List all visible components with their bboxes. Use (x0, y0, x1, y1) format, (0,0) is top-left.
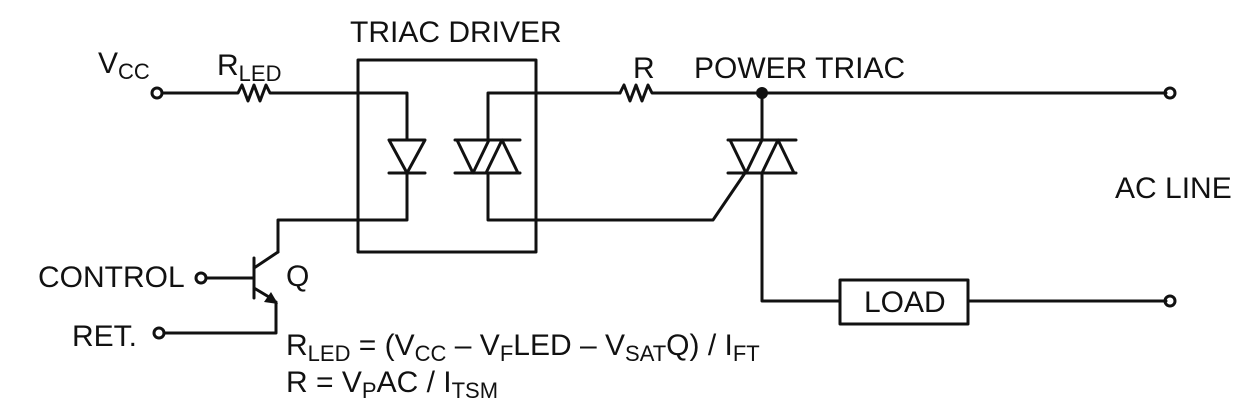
ac-line-label: AC LINE (1115, 172, 1232, 205)
power-triac-bottom-wire (760, 171, 842, 303)
power-triac-right-triangle (760, 138, 796, 175)
ac-line-top-terminal (1163, 86, 1177, 100)
ac-line-bottom-terminal (1163, 294, 1177, 308)
optotriac-top-wire (486, 91, 622, 142)
optotriac-left-triangle (455, 138, 491, 175)
formula-rled: RLED = (VCC – VFLED – VSATQ) / IFT (286, 329, 760, 366)
formula-r: R = VPAC / ITSM (286, 366, 498, 403)
rled-label: RLED (217, 49, 281, 86)
r-resistor (618, 83, 1168, 103)
q-label: Q (286, 260, 309, 293)
transistor-emitter-arrow (264, 292, 278, 304)
vcc-wire (160, 83, 409, 142)
optotriac-right-triangle (484, 138, 520, 175)
r-label: R (633, 52, 655, 85)
led-diode (387, 138, 427, 175)
ret-terminal (152, 326, 166, 340)
triac-driver-box (356, 58, 538, 254)
triac-driver-label: TRIAC DRIVER (350, 16, 562, 49)
transistor-collector (252, 250, 280, 270)
optotriac-bottom-wire (486, 171, 747, 222)
ret-label: RET. (72, 320, 137, 353)
transistor-emitter-wire (162, 300, 278, 335)
control-label: CONTROL (38, 261, 185, 294)
power-triac-left-triangle (728, 138, 764, 175)
load-label: LOAD (864, 286, 946, 319)
power-triac-label: POWER TRIAC (694, 52, 905, 85)
led-cathode-wire (276, 171, 409, 254)
vcc-label: VCC (98, 47, 150, 84)
control-terminal (194, 271, 208, 285)
